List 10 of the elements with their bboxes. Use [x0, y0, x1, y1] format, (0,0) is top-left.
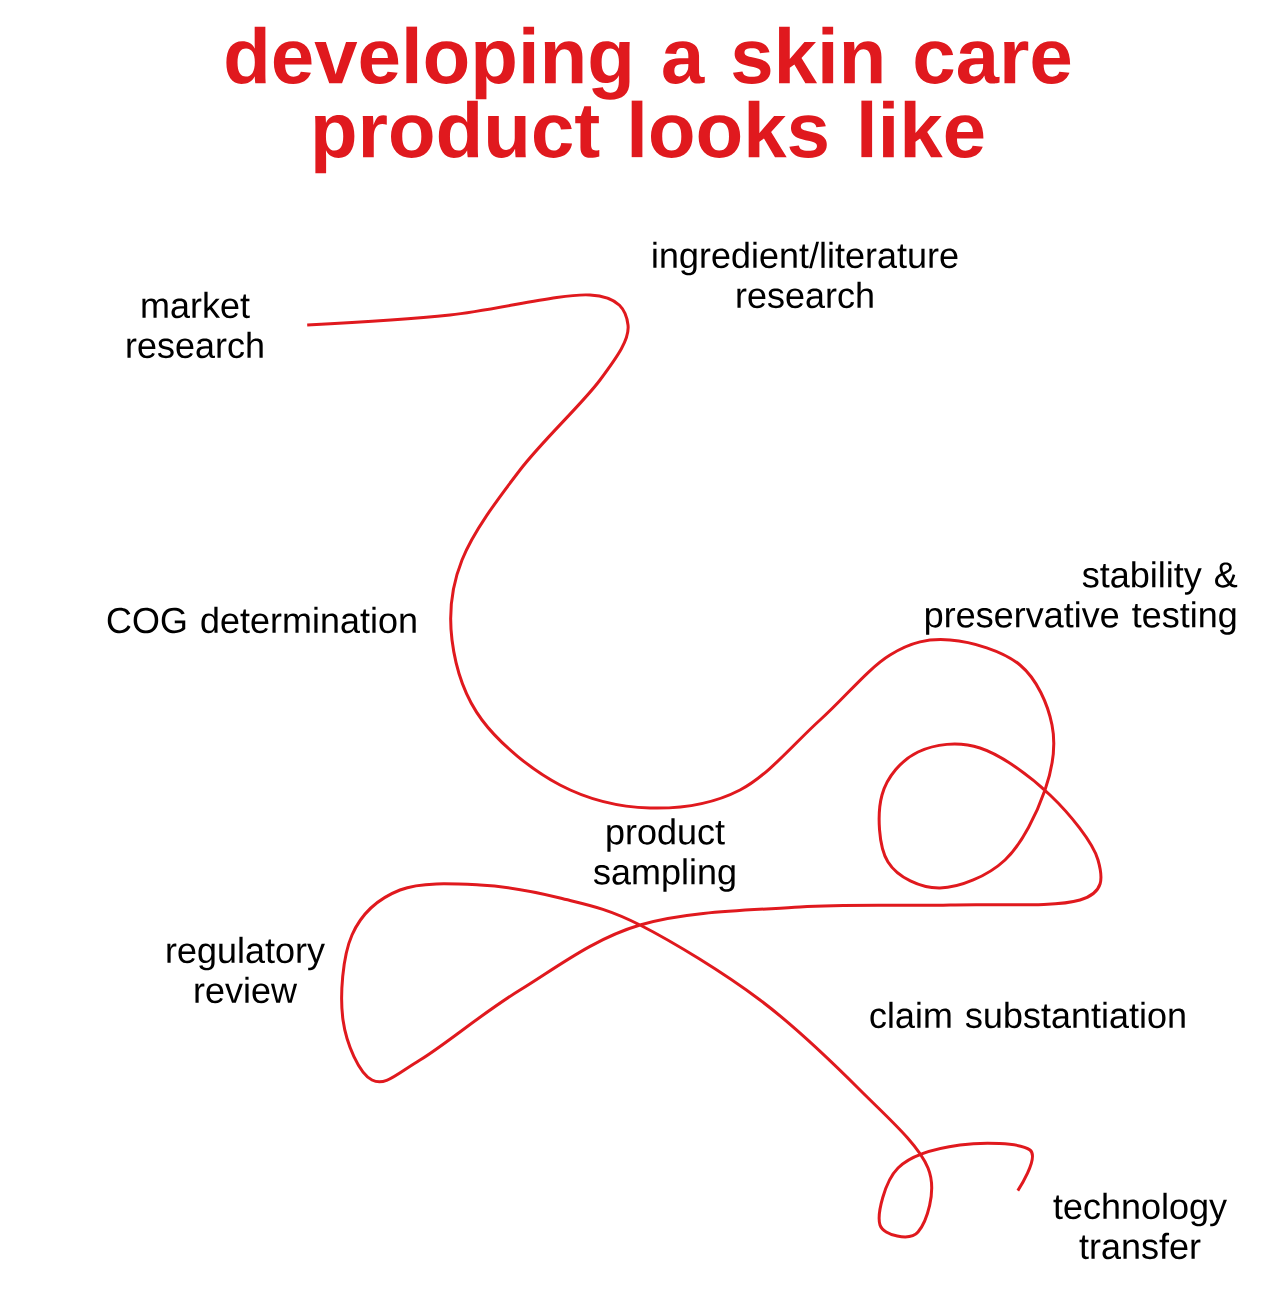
stage-label: ingredient/literature research: [653, 241, 958, 309]
stage-label: product sampling: [593, 818, 735, 892]
stage-label: COG determination: [107, 606, 416, 634]
winding-line: [307, 293, 1101, 1237]
stage-label: stability & preservative testing: [926, 561, 1238, 635]
stage-label: market research: [127, 291, 263, 359]
title: developing a skin care product looks like: [226, 26, 1071, 174]
stage-label: technology transfer: [1053, 1192, 1227, 1260]
stage-label: claim substantiation: [870, 1001, 1185, 1029]
stage-label: regulatory review: [167, 936, 325, 1004]
